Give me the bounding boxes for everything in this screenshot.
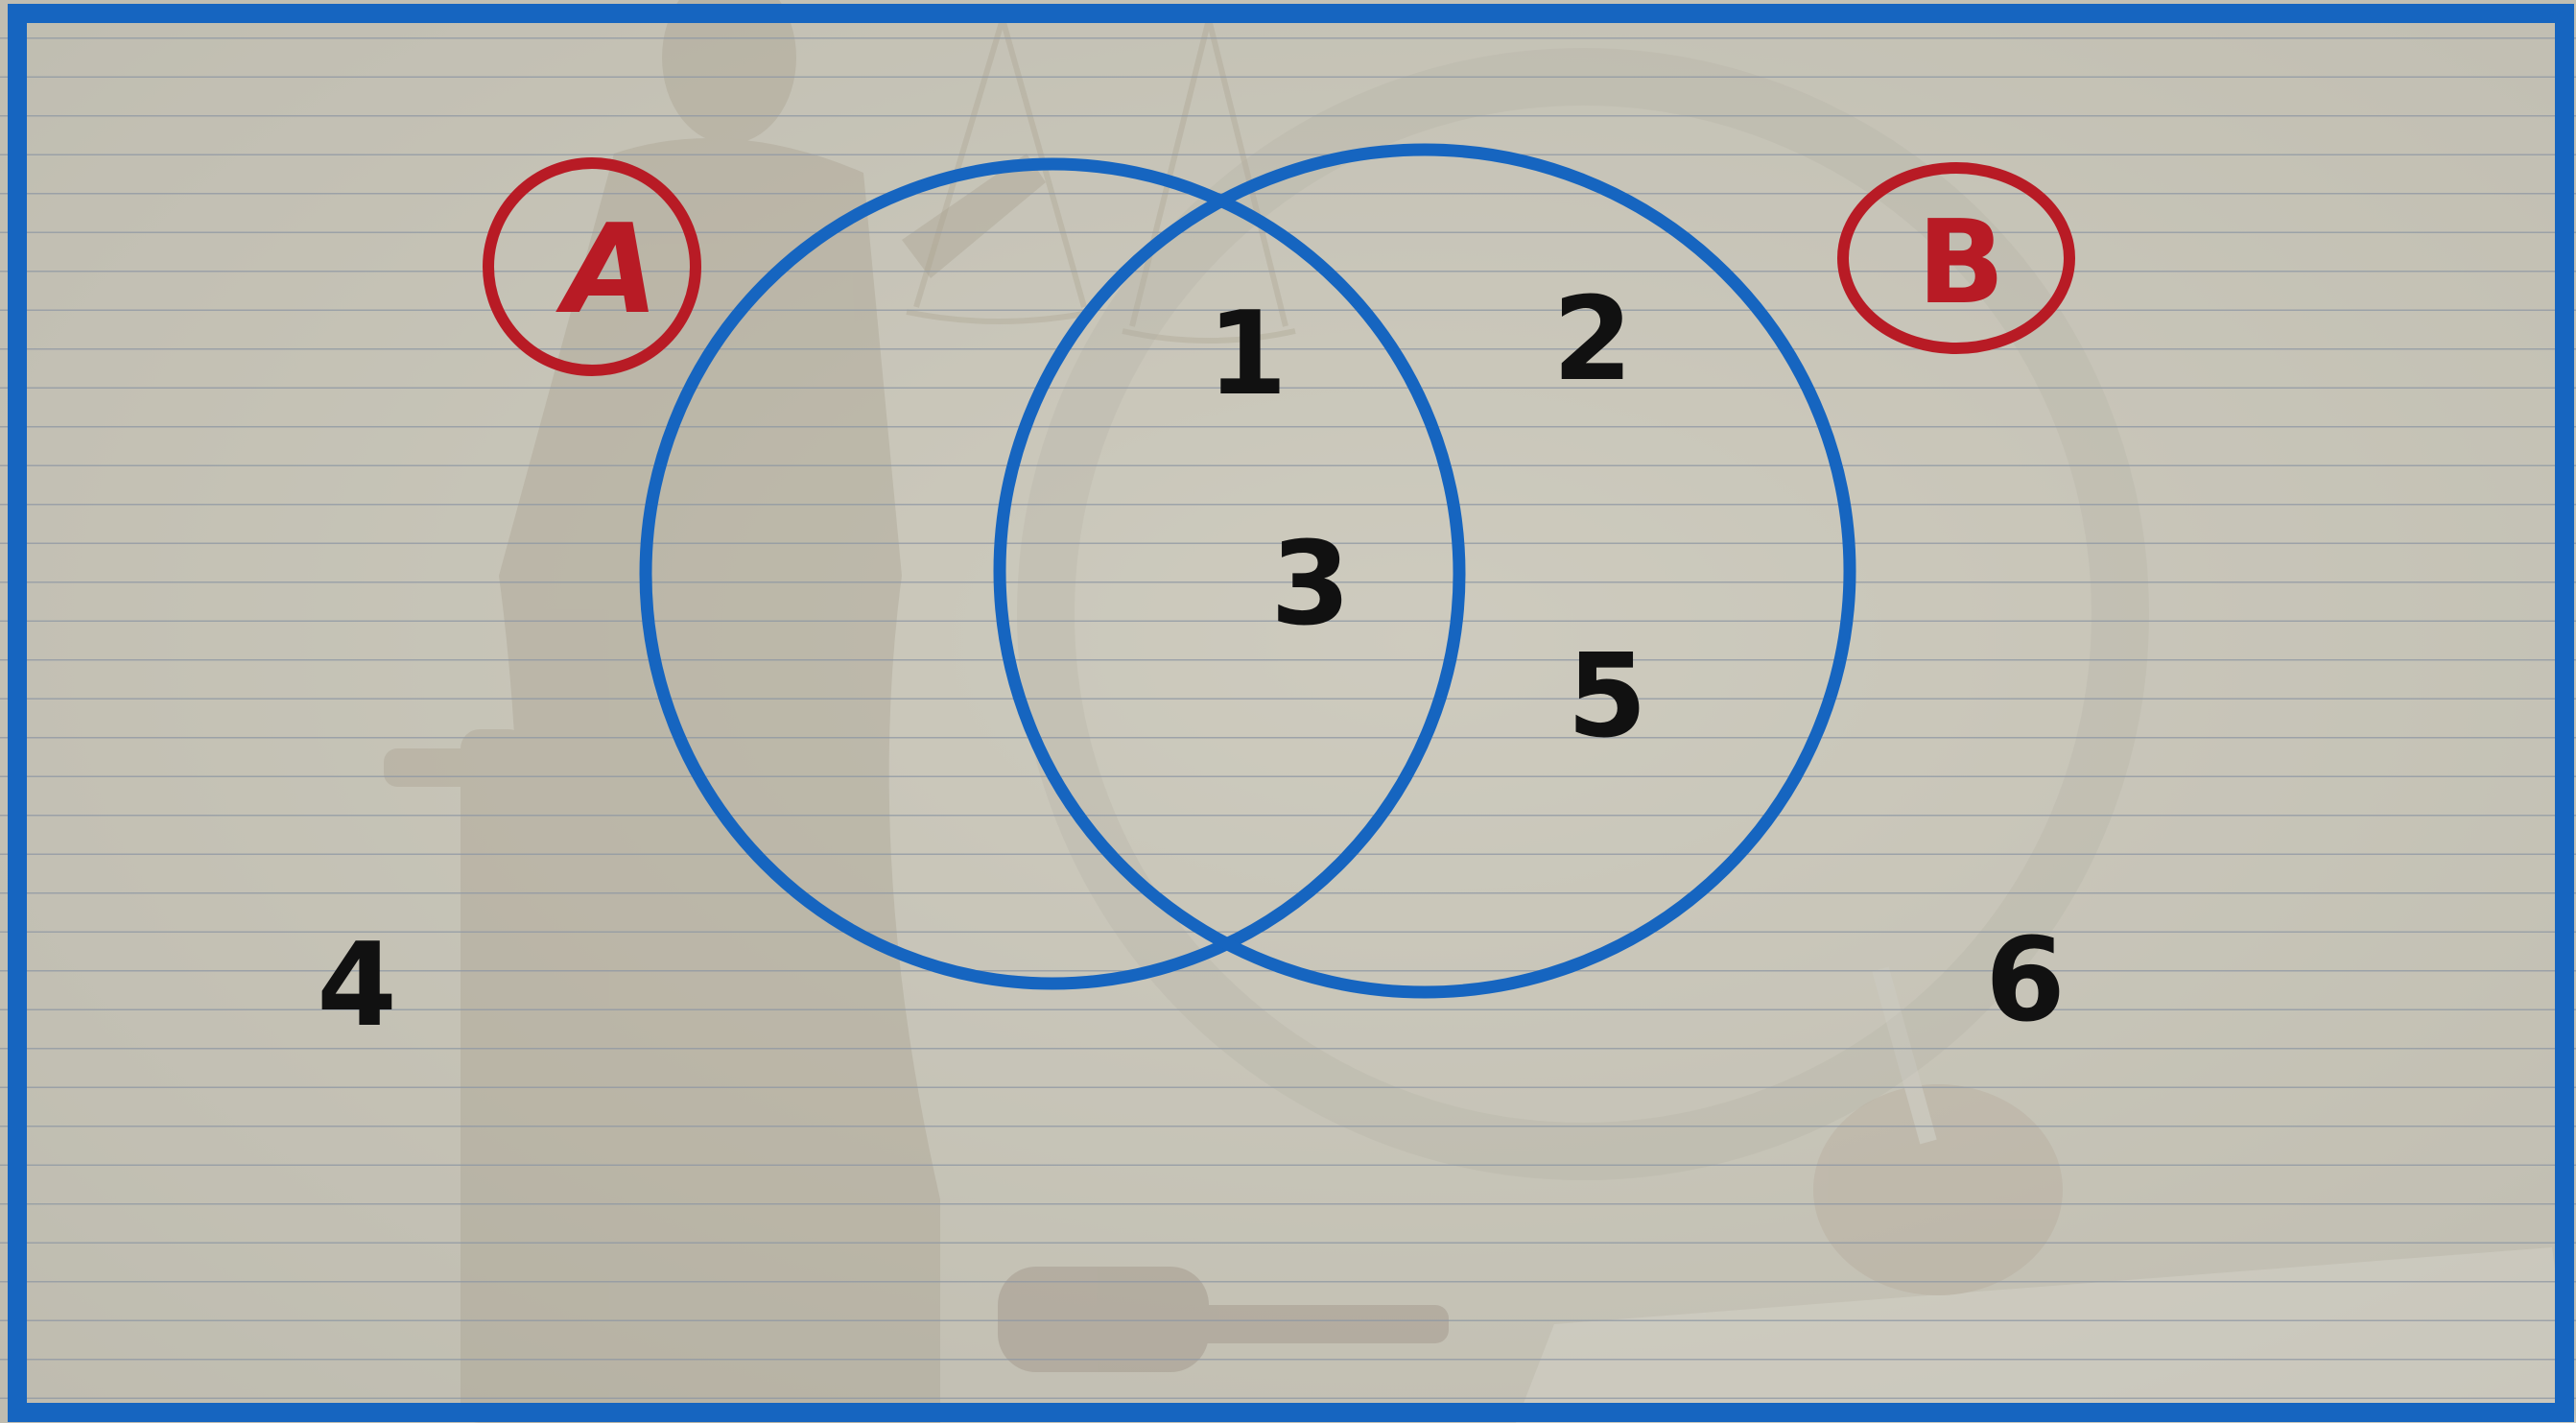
- set-b-label: B: [1917, 197, 2004, 330]
- element-6: 6: [1985, 914, 2066, 1048]
- element-1: 1: [1207, 288, 1288, 421]
- element-4: 4: [317, 919, 397, 1053]
- element-2: 2: [1552, 273, 1633, 407]
- element-3: 3: [1270, 518, 1351, 652]
- set-a-label: A: [555, 199, 658, 342]
- element-5: 5: [1567, 630, 1647, 764]
